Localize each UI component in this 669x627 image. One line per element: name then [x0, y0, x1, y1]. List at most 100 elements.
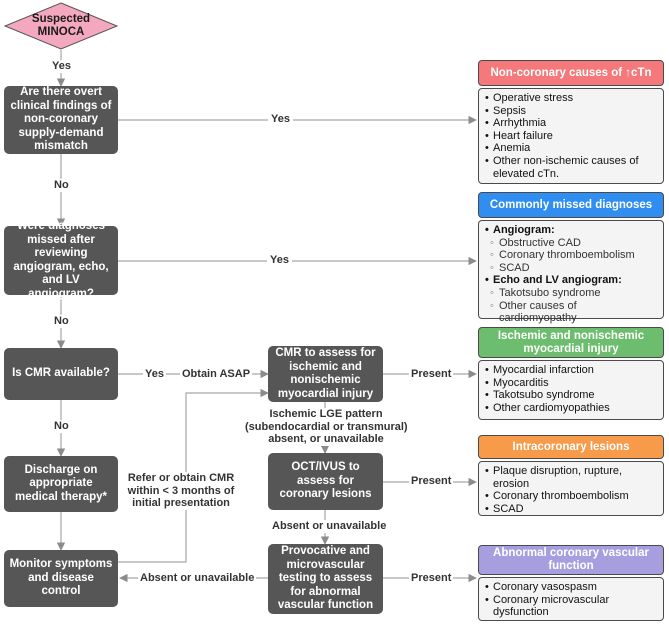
category-header-intracoronary: Intracoronary lesions [478, 435, 664, 459]
list-subitem: Takotsubo syndrome [485, 287, 657, 300]
list-item: Myocarditis [485, 377, 657, 390]
category-title: Ischemic and nonischemic [497, 329, 645, 342]
list-item: SCAD [485, 503, 657, 516]
list-item: Sepsis [485, 105, 657, 118]
edge-label-yes-cmr: Yes [143, 368, 166, 381]
list-item: Takotsubo syndrome [485, 389, 657, 402]
findings-question-line: Are there overt [20, 86, 102, 99]
edge-label-absent-provocative: Absent or unavailable [138, 572, 257, 585]
discharge-line: Discharge on [24, 463, 98, 476]
refer-line: initial presentation [121, 497, 241, 510]
category-header-vascular: Abnormal coronary vascular function [478, 545, 664, 575]
list-item: Heart failure [485, 130, 657, 143]
lge-line: Ischemic LGE pattern [269, 408, 383, 420]
monitor-box: Monitor symptoms and disease control [4, 550, 118, 607]
category-title: Non-coronary causes of ↑cTn [490, 66, 652, 79]
category-title: Abnormal coronary vascular [493, 547, 649, 559]
discharge-line: medical therapy* [14, 490, 108, 503]
list-item: Operative stress [485, 92, 657, 105]
edge-label-no-cmr: No [52, 420, 71, 433]
missed-question-line: missed after [27, 233, 95, 246]
list-item: Coronary vasospasm [485, 581, 657, 594]
category-title: function [548, 560, 594, 572]
cmr-question-line: Is CMR available? [12, 367, 110, 380]
cmr-available-question-box: Is CMR available? [4, 348, 118, 400]
edge-label-no-findings: No [52, 179, 71, 192]
findings-question-line: clinical findings of [10, 99, 112, 112]
list-subitem: Obstructive CAD [485, 237, 657, 250]
category-header-myocardial: Ischemic and nonischemic myocardial inju… [478, 327, 664, 358]
findings-question-line: mismatch [34, 140, 88, 153]
oct-line: assess for [297, 474, 354, 487]
category-list-myocardial: Myocardial infarction Myocarditis Takots… [478, 360, 664, 420]
discharge-box: Discharge on appropriate medical therapy… [4, 456, 118, 512]
monitor-line: and disease control [28, 571, 94, 598]
category-header-missed: Commonly missed diagnoses [478, 192, 664, 218]
provocative-line: testing to assess [278, 572, 373, 585]
list-item: Coronary thromboembolism [485, 490, 657, 503]
list-heading: Echo and LV angiogram: [485, 274, 657, 287]
findings-question-box: Are there overt clinical findings of non… [4, 86, 118, 154]
missed-question-line: Were diagnoses [17, 220, 105, 232]
cmr-assessment-box: CMR to assess for ischemic and nonischem… [268, 346, 383, 402]
edge-label-no-missed: No [52, 315, 71, 328]
start-label: Suspected MINOCA [4, 2, 118, 50]
missed-question-line: reviewing [34, 247, 88, 259]
start-label-line: MINOCA [37, 26, 85, 38]
list-subitem: SCAD [485, 262, 657, 275]
list-item: Myocardial infarction [485, 364, 657, 377]
missed-question-line: angiogram, echo, [13, 260, 109, 273]
category-list-vascular: Coronary vasospasm Coronary microvascula… [478, 577, 664, 621]
cmr-assessment-line: ischemic and [289, 360, 362, 373]
edge-label-lge-pattern: Ischemic LGE pattern (subendocardial or … [245, 408, 408, 446]
lge-line: (subendocardial or transmural) [245, 420, 408, 433]
edge-label-yes-start: Yes [50, 60, 73, 73]
refer-line: Refer or obtain CMR [121, 472, 241, 485]
list-item: Anemia [485, 142, 657, 155]
oct-line: coronary lesions [279, 488, 372, 501]
list-subitem: Other causes of cardiomyopathy [485, 300, 657, 325]
lge-line: absent, or unavailable [268, 433, 384, 445]
list-heading: Angiogram: [485, 224, 657, 237]
provocative-line: vascular function [277, 599, 374, 612]
category-list-noncoronary: Operative stress Sepsis Arrhythmia Heart… [478, 88, 664, 184]
edge-label-present-oct: Present [409, 475, 454, 488]
list-item: Arrhythmia [485, 117, 657, 130]
provocative-line: for abnormal [290, 585, 361, 598]
oct-ivus-box: OCT/IVUS to assess for coronary lesions [268, 453, 383, 510]
discharge-line: appropriate [29, 477, 93, 490]
list-item: Plaque disruption, rupture, erosion [485, 465, 657, 490]
findings-question-line: non-coronary [23, 113, 99, 126]
edge-label-refer-cmr: Refer or obtain CMR within < 3 months of… [121, 472, 241, 510]
category-title: myocardial injury [523, 342, 619, 355]
cmr-assessment-line: nonischemic [290, 374, 361, 386]
edge-label-present-provocative: Present [409, 572, 454, 585]
category-title: Intracoronary lesions [512, 440, 630, 453]
diamond-fill [4, 2, 118, 50]
cmr-assessment-line: myocardial injury [277, 387, 374, 400]
edge-label-present-cmr: Present [409, 368, 454, 381]
start-diamond: Suspected MINOCA [4, 2, 118, 50]
provocative-testing-box: Provocative and microvascular testing to… [268, 544, 383, 614]
missed-diagnoses-question-box: Were diagnoses missed after reviewing an… [4, 220, 118, 300]
edge-label-yes-missed: Yes [267, 254, 292, 267]
diamond-shape [4, 2, 118, 50]
list-item: Coronary microvascular dysfunction [485, 594, 657, 619]
category-header-noncoronary: Non-coronary causes of ↑cTn [478, 60, 664, 86]
edge-label-absent-oct: Absent or unavailable [270, 520, 389, 533]
provocative-line: Provocative and [281, 545, 370, 558]
edge-label-obtain-asap: Obtain ASAP [180, 368, 253, 381]
missed-question-line: and LV angiogram? [28, 274, 94, 300]
monitor-line: Monitor symptoms [9, 558, 113, 571]
start-label-line: Suspected [31, 13, 91, 25]
list-item: Other non-ischemic causes of elevated cT… [485, 155, 657, 180]
edge-label-yes-findings: Yes [268, 113, 293, 126]
category-title: Commonly missed diagnoses [489, 198, 653, 211]
category-list-missed: Angiogram: Obstructive CAD Coronary thro… [478, 220, 664, 324]
category-list-intracoronary: Plaque disruption, rupture, erosion Coro… [478, 461, 664, 516]
refer-line: within < 3 months of [121, 484, 241, 497]
oct-line: OCT/IVUS to [291, 461, 360, 474]
list-subitem: Coronary thromboembolism [485, 249, 657, 262]
provocative-line: microvascular [286, 558, 365, 571]
list-item: Other cardiomyopathies [485, 402, 657, 415]
